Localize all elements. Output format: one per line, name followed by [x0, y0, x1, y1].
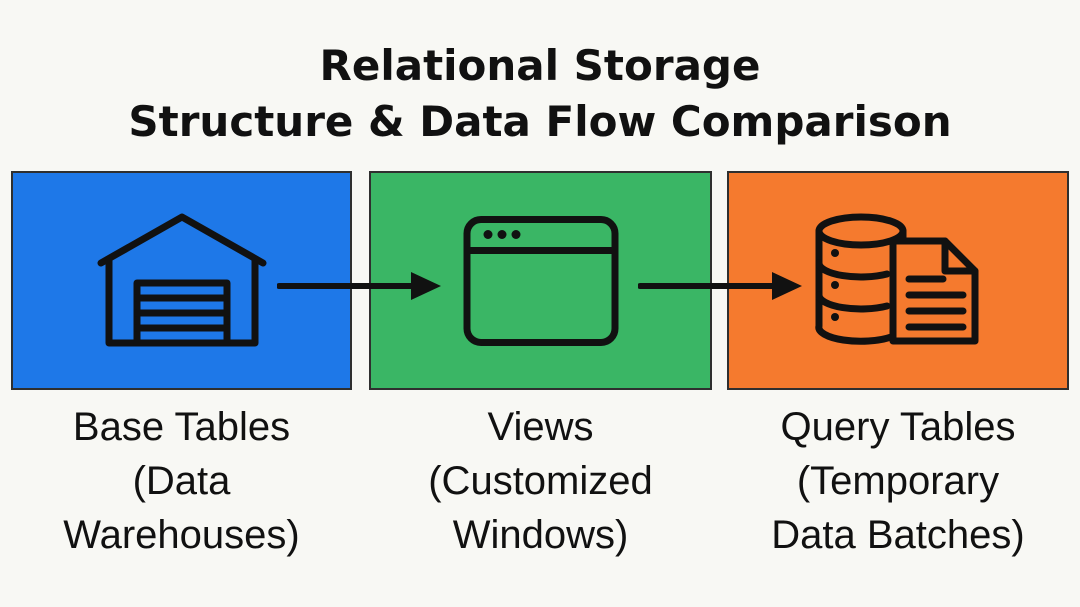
views-label: Views (Customized Windows) [369, 400, 712, 562]
label-line: Query Tables [780, 405, 1016, 449]
label-line: Windows) [452, 513, 629, 557]
arrow-right-icon [638, 272, 802, 300]
base-tables-panel [11, 171, 352, 390]
label-line: (Temporary [796, 459, 1000, 503]
query-tables-label: Query Tables (Temporary Data Batches) [727, 400, 1069, 562]
label-line: Data Batches) [771, 513, 1025, 557]
title-line-2: Structure & Data Flow Comparison [128, 97, 952, 146]
title-line-1: Relational Storage [319, 41, 761, 90]
label-line: (Customized [428, 459, 653, 503]
base-tables-label: Base Tables (Data Warehouses) [11, 400, 352, 562]
label-line: Base Tables [72, 405, 291, 449]
label-line: (Data [132, 459, 231, 503]
browser-window-icon [463, 215, 618, 346]
arrow-right-icon [277, 272, 441, 300]
warehouse-icon [97, 213, 266, 346]
label-line: Views [487, 405, 594, 449]
database-document-icon [815, 213, 979, 345]
label-line: Warehouses) [63, 513, 300, 557]
page-title: Relational Storage Structure & Data Flow… [0, 38, 1080, 150]
